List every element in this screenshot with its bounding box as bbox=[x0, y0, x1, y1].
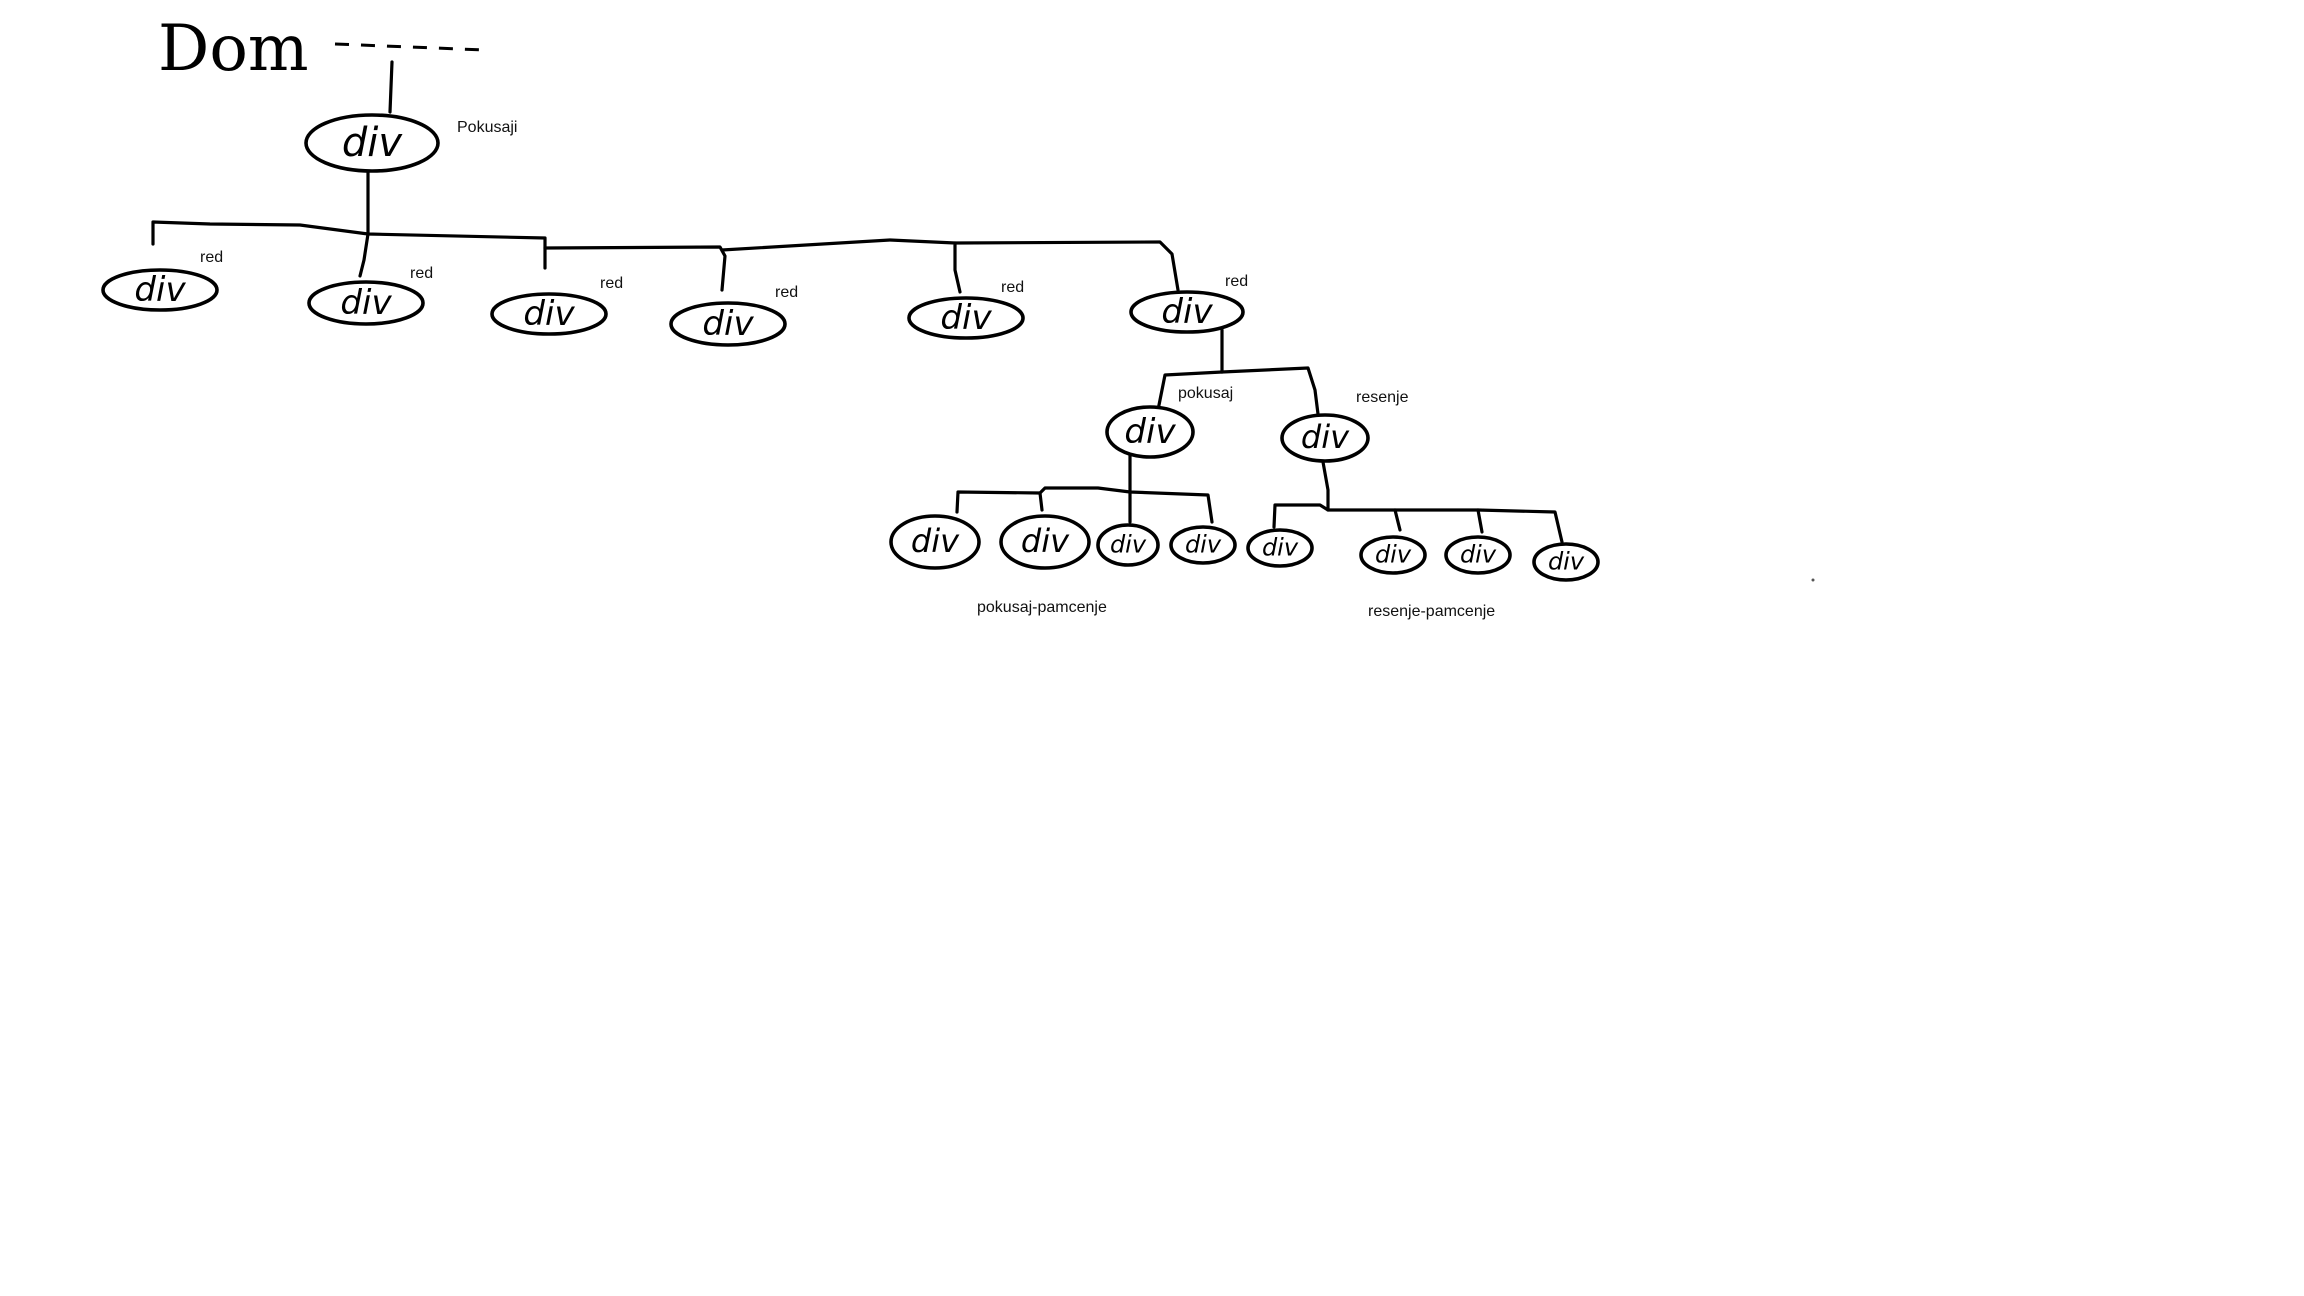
node-pp-4-label: div bbox=[1185, 531, 1222, 559]
node-pp-2: div bbox=[999, 514, 1091, 570]
node-rp-4-ellipse bbox=[1532, 542, 1600, 582]
node-pp-4: div bbox=[1169, 525, 1237, 565]
node-rp-2-label: div bbox=[1375, 541, 1412, 569]
label-pokusaji: Pokusaji bbox=[457, 119, 517, 136]
node-resenje: div bbox=[1280, 413, 1370, 463]
node-red-6: div bbox=[1129, 290, 1245, 334]
tree-tags: Pokusaji red red red red red red pokusaj… bbox=[200, 119, 1495, 620]
tree-edges bbox=[151, 60, 1564, 544]
label-resenje-pamcenje: resenje-pamcenje bbox=[1368, 603, 1495, 620]
tree-nodes: div div div div div div div div div div div div div d… bbox=[101, 113, 1600, 582]
node-resenje-label: div bbox=[1301, 418, 1350, 456]
node-rp-3-ellipse bbox=[1444, 535, 1512, 575]
node-red-6-ellipse bbox=[1129, 290, 1245, 334]
node-pokusaj: div bbox=[1105, 405, 1195, 459]
node-rp-1-label: div bbox=[1262, 534, 1299, 562]
node-pp-3-ellipse bbox=[1096, 523, 1160, 567]
node-red-5-ellipse bbox=[907, 296, 1025, 340]
node-root-ellipse bbox=[304, 113, 440, 173]
node-red-4-label: div bbox=[702, 304, 754, 344]
node-rp-3: div bbox=[1444, 535, 1512, 575]
node-red-2-ellipse bbox=[307, 280, 425, 326]
node-pp-4-ellipse bbox=[1169, 525, 1237, 565]
node-red-2: div bbox=[307, 280, 425, 326]
title-dashes bbox=[334, 42, 486, 52]
node-red-2-label: div bbox=[340, 283, 392, 323]
node-resenje-ellipse bbox=[1280, 413, 1370, 463]
node-rp-2-ellipse bbox=[1359, 535, 1427, 575]
node-pp-2-ellipse bbox=[999, 514, 1091, 570]
label-red-4: red bbox=[775, 284, 798, 301]
diagram-title: Dom bbox=[158, 12, 309, 86]
node-rp-3-label: div bbox=[1460, 541, 1497, 569]
node-red-4: div bbox=[669, 301, 787, 347]
node-rp-2: div bbox=[1359, 535, 1427, 575]
node-red-1: div bbox=[101, 268, 219, 312]
node-red-5-label: div bbox=[940, 298, 992, 338]
node-red-6-label: div bbox=[1161, 292, 1213, 332]
node-red-3-label: div bbox=[523, 294, 575, 334]
node-root-label: div bbox=[342, 120, 404, 166]
node-rp-1-ellipse bbox=[1246, 528, 1314, 568]
label-red-1: red bbox=[200, 249, 223, 266]
node-red-5: div bbox=[907, 296, 1025, 340]
label-red-3: red bbox=[600, 275, 623, 292]
node-pokusaj-label: div bbox=[1124, 412, 1176, 452]
node-pp-1: div bbox=[889, 514, 981, 570]
label-red-2: red bbox=[410, 265, 433, 282]
node-pp-2-label: div bbox=[1021, 522, 1070, 560]
node-red-3: div bbox=[490, 292, 608, 336]
node-pp-3: div bbox=[1096, 523, 1160, 567]
node-pp-1-ellipse bbox=[889, 514, 981, 570]
node-red-4-ellipse bbox=[669, 301, 787, 347]
node-pp-3-label: div bbox=[1110, 531, 1147, 559]
label-red-5: red bbox=[1001, 279, 1024, 296]
node-root: div bbox=[304, 113, 440, 173]
label-red-6: red bbox=[1225, 273, 1248, 290]
node-red-1-ellipse bbox=[101, 268, 219, 312]
node-red-1-label: div bbox=[134, 270, 186, 310]
label-resenje: resenje bbox=[1356, 389, 1409, 406]
node-red-3-ellipse bbox=[490, 292, 608, 336]
node-pokusaj-ellipse bbox=[1105, 405, 1195, 459]
node-rp-1: div bbox=[1246, 528, 1314, 568]
label-pokusaj: pokusaj bbox=[1178, 385, 1233, 402]
node-rp-4-label: div bbox=[1548, 548, 1585, 576]
stray-dot bbox=[1811, 578, 1815, 582]
node-rp-4: div bbox=[1532, 542, 1600, 582]
node-pp-1-label: div bbox=[911, 522, 960, 560]
label-pokusaj-pamcenje: pokusaj-pamcenje bbox=[977, 599, 1107, 616]
